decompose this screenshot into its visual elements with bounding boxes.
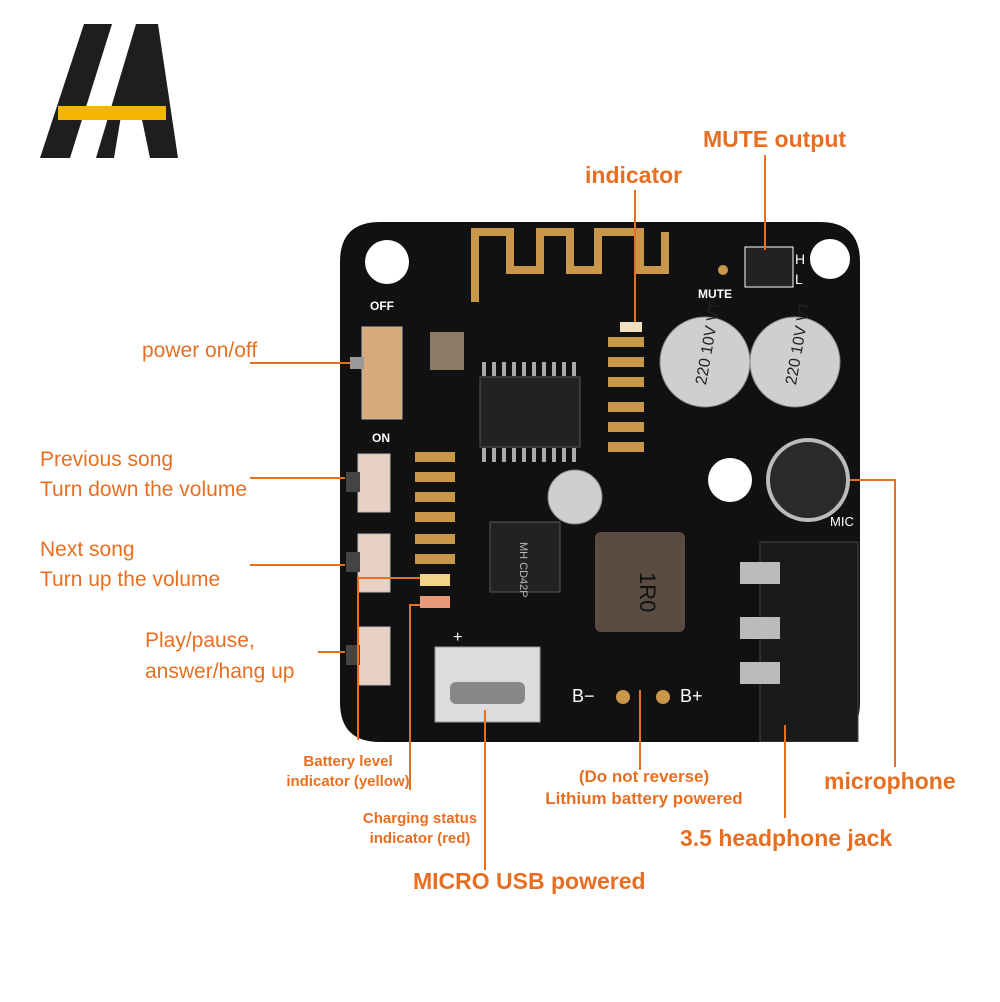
label-microphone: microphone	[824, 768, 956, 794]
battery-pad-plus	[656, 690, 670, 704]
label-next-line2: Turn up the volume	[40, 568, 221, 591]
main-chip	[479, 376, 581, 448]
bluetooth-audio-board: OFF ON 220 10V VT 220 10V VT MH CD42P 1R…	[340, 222, 860, 742]
label-power: power on/off	[142, 339, 258, 362]
label-micro-usb: MICRO USB powered	[413, 868, 646, 894]
label-mute-output: MUTE output	[703, 126, 847, 152]
silk-off: OFF	[370, 299, 394, 313]
mount-hole-top-left	[365, 240, 409, 284]
battery-led	[420, 574, 450, 586]
label-play-line2: answer/hang up	[145, 660, 295, 683]
silk-l: L	[795, 271, 803, 287]
brand-logo	[40, 24, 178, 158]
label-lithium: (Do not reverse) Lithium battery powered	[530, 766, 758, 810]
inductor	[595, 532, 685, 632]
silk-mute: MUTE	[698, 287, 732, 301]
silk-b-minus: B−	[572, 686, 595, 706]
charge-chip	[489, 521, 561, 593]
label-headphone-jack: 3.5 headphone jack	[680, 825, 893, 851]
label-lithium-1: (Do not reverse)	[578, 767, 710, 786]
label-next-line1: Next song	[40, 538, 135, 561]
label-prev-line2: Turn down the volume	[40, 478, 247, 501]
label-indicator: indicator	[585, 162, 683, 188]
crystal	[430, 332, 464, 370]
label-lithium-2: Lithium battery powered	[545, 789, 743, 808]
power-switch	[361, 326, 403, 420]
antenna-trace	[471, 228, 669, 302]
silk-on: ON	[372, 431, 390, 445]
play-button	[357, 626, 391, 686]
label-battery-level: Battery level indicator (yellow)	[268, 752, 428, 792]
label-charging: Charging status indicator (red)	[350, 809, 490, 849]
label-battery-level-2: indicator (yellow)	[286, 773, 410, 790]
svg-text:MH CD42P: MH CD42P	[517, 542, 529, 598]
small-cap	[547, 469, 603, 525]
mic-capsule	[766, 438, 850, 522]
label-charging-1: Charging status	[362, 810, 478, 827]
charge-led	[420, 596, 450, 608]
silk-plus: +	[453, 629, 462, 646]
cap-right	[749, 316, 841, 408]
silk-mic: MIC	[830, 514, 854, 529]
mount-hole-center	[708, 458, 752, 502]
silk-b-plus: B+	[680, 686, 703, 706]
label-play-line1: Play/pause,	[145, 629, 255, 652]
label-battery-level-1: Battery level	[303, 753, 393, 770]
prev-button	[357, 453, 391, 513]
mount-hole-top-right	[810, 239, 850, 279]
label-charging-2: indicator (red)	[369, 830, 471, 847]
battery-pad-minus	[616, 690, 630, 704]
next-button	[357, 533, 391, 593]
label-prev-line1: Previous song	[40, 448, 174, 471]
svg-text:1R0: 1R0	[635, 572, 660, 612]
silk-h: H	[795, 251, 805, 267]
status-led	[620, 322, 642, 332]
